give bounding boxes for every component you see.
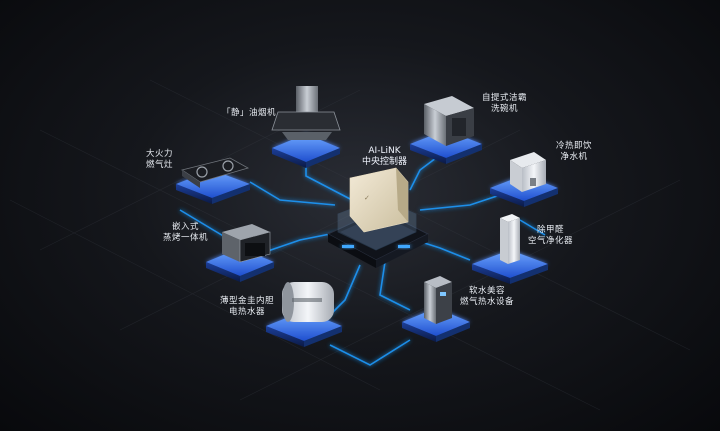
water-purifier-appliance bbox=[510, 152, 546, 192]
label-steam-oven: 嵌入式 蒸烤一体机 bbox=[163, 222, 209, 243]
gas-water-heater-appliance bbox=[424, 276, 452, 324]
label-dishwasher: 自提式洁霸 洗碗机 bbox=[482, 93, 528, 114]
range-hood-appliance bbox=[271, 86, 341, 140]
label-air-purifier: 除甲醛 空气净化器 bbox=[528, 225, 574, 246]
steam-oven-appliance bbox=[222, 224, 271, 263]
link-cross-2 bbox=[519, 219, 546, 236]
hub-title: AI-LiNK 中央控制器 bbox=[362, 146, 407, 168]
pad-air-purifier bbox=[472, 250, 548, 284]
electric-water-heater-appliance bbox=[282, 282, 334, 322]
link-steam-oven bbox=[264, 231, 341, 253]
label-gas-water-heater: 软水美容 燃气热水设备 bbox=[460, 286, 515, 307]
label-water-purifier: 冷热即饮 净水机 bbox=[556, 141, 593, 162]
dishwasher-appliance bbox=[424, 96, 474, 146]
air-purifier-appliance bbox=[500, 214, 520, 264]
pad-range-hood bbox=[272, 134, 340, 168]
link-cross-3 bbox=[329, 339, 411, 366]
gas-stove-appliance bbox=[181, 157, 250, 188]
label-range-hood: 「静」油烟机 bbox=[222, 108, 277, 118]
link-dishwasher bbox=[409, 154, 441, 191]
label-gas-stove: 大火力 燃气灶 bbox=[146, 149, 174, 170]
hub-logo-mark: ✓ bbox=[364, 194, 370, 202]
hub-controller: ✓ bbox=[326, 167, 430, 268]
hub-title-line1: AI-LiNK bbox=[368, 146, 401, 156]
link-water-purifier bbox=[419, 194, 501, 211]
link-gas-stove bbox=[249, 181, 336, 206]
link-gas-water-heater bbox=[379, 261, 411, 311]
link-cross-1 bbox=[179, 209, 231, 241]
label-electric-water-heater: 薄型金圭内胆 电热水器 bbox=[220, 296, 275, 317]
hub-title-line2: 中央控制器 bbox=[362, 157, 408, 167]
